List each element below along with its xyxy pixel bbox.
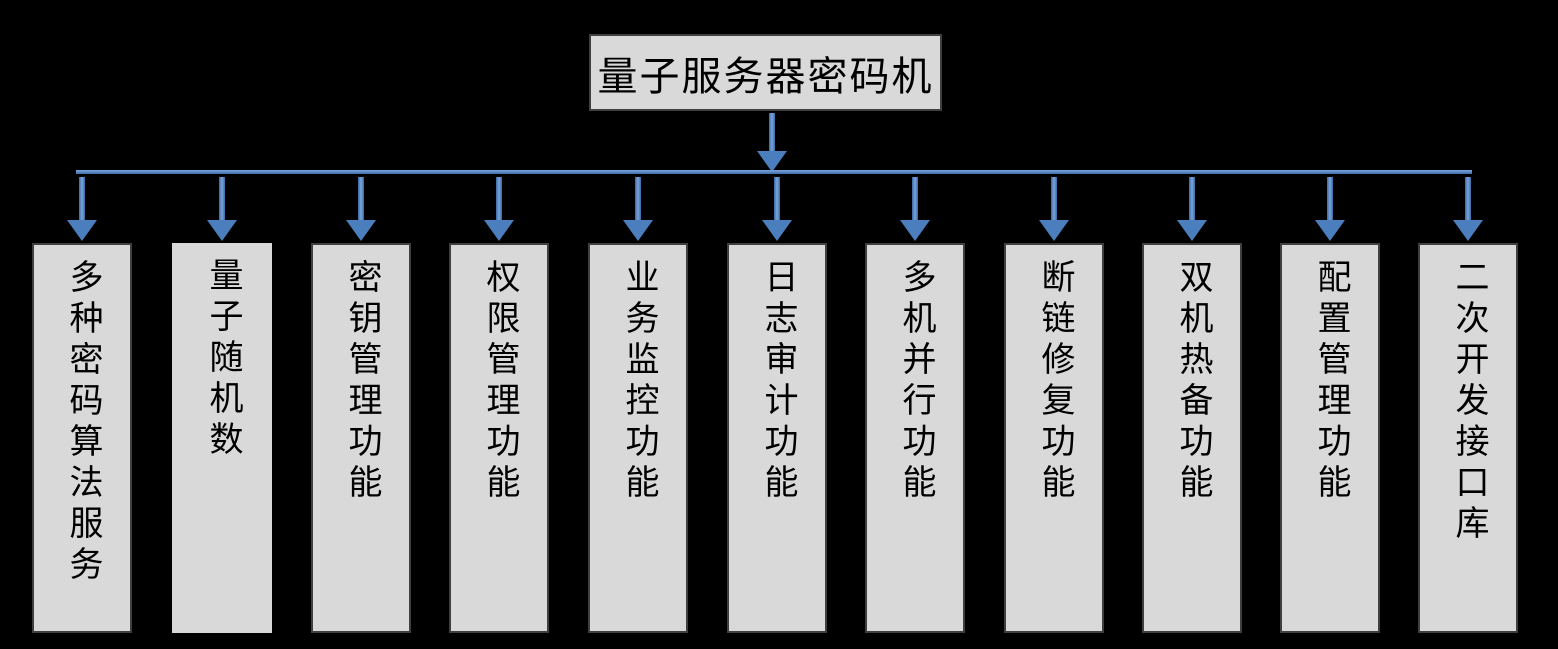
root-node-label: 量子服务器密码机 (597, 53, 934, 99)
tree-node-label: 二次开发接口库 (1450, 259, 1487, 546)
arrow-head (67, 220, 97, 241)
arrow-shaft (1327, 177, 1333, 220)
arrow-shaft (79, 177, 85, 220)
tree-node-dual-machine-hot-standby: 双机热备功能 (1142, 243, 1242, 633)
tree-node-broken-link-repair: 断链修复功能 (1004, 243, 1104, 633)
tree-node-label: 业务监控功能 (620, 259, 657, 505)
arrow-shaft (1465, 177, 1471, 220)
arrow-shaft (496, 177, 502, 220)
root-node: 量子服务器密码机 (589, 34, 942, 111)
arrow-shaft (219, 177, 225, 220)
connector-line (76, 170, 1472, 174)
arrow-head (207, 220, 237, 241)
tree-node-key-management: 密钥管理功能 (311, 243, 411, 633)
arrow-head (623, 220, 653, 241)
tree-node-label: 多机并行功能 (897, 259, 934, 505)
arrow-head (1039, 220, 1069, 241)
arrow-shaft (769, 113, 775, 151)
tree-node-label: 断链修复功能 (1036, 259, 1073, 505)
arrow-head (346, 220, 376, 241)
tree-node-label: 量子随机数 (204, 257, 241, 462)
arrow-head (900, 220, 930, 241)
arrow-shaft (1189, 177, 1195, 220)
tree-node-label: 密钥管理功能 (343, 259, 380, 505)
arrow-shaft (358, 177, 364, 220)
arrow-shaft (1051, 177, 1057, 220)
tree-node-label: 双机热备功能 (1174, 259, 1211, 505)
arrow-shaft (912, 177, 918, 220)
arrow-head (1315, 220, 1345, 241)
arrow-head (757, 151, 787, 172)
tree-node-label: 日志审计功能 (759, 259, 796, 505)
tree-node-multi-cipher-algo-service: 多种密码算法服务 (32, 243, 132, 633)
tree-node-label: 多种密码算法服务 (64, 259, 101, 587)
arrow-head (1453, 220, 1483, 241)
tree-node-label: 配置管理功能 (1312, 259, 1349, 505)
arrow-shaft (635, 177, 641, 220)
tree-node-business-monitoring: 业务监控功能 (588, 243, 688, 633)
arrow-shaft (774, 177, 780, 220)
tree-node-multi-machine-parallel: 多机并行功能 (865, 243, 965, 633)
arrow-head (1177, 220, 1207, 241)
tree-node-log-audit: 日志审计功能 (727, 243, 827, 633)
tree-node-secondary-dev-interface-lib: 二次开发接口库 (1418, 243, 1518, 633)
tree-node-configuration-management: 配置管理功能 (1280, 243, 1380, 633)
tree-node-permission-management: 权限管理功能 (449, 243, 549, 633)
tree-node-quantum-random-number: 量子随机数 (172, 243, 272, 633)
arrow-head (762, 220, 792, 241)
tree-node-label: 权限管理功能 (481, 259, 518, 505)
arrow-head (484, 220, 514, 241)
